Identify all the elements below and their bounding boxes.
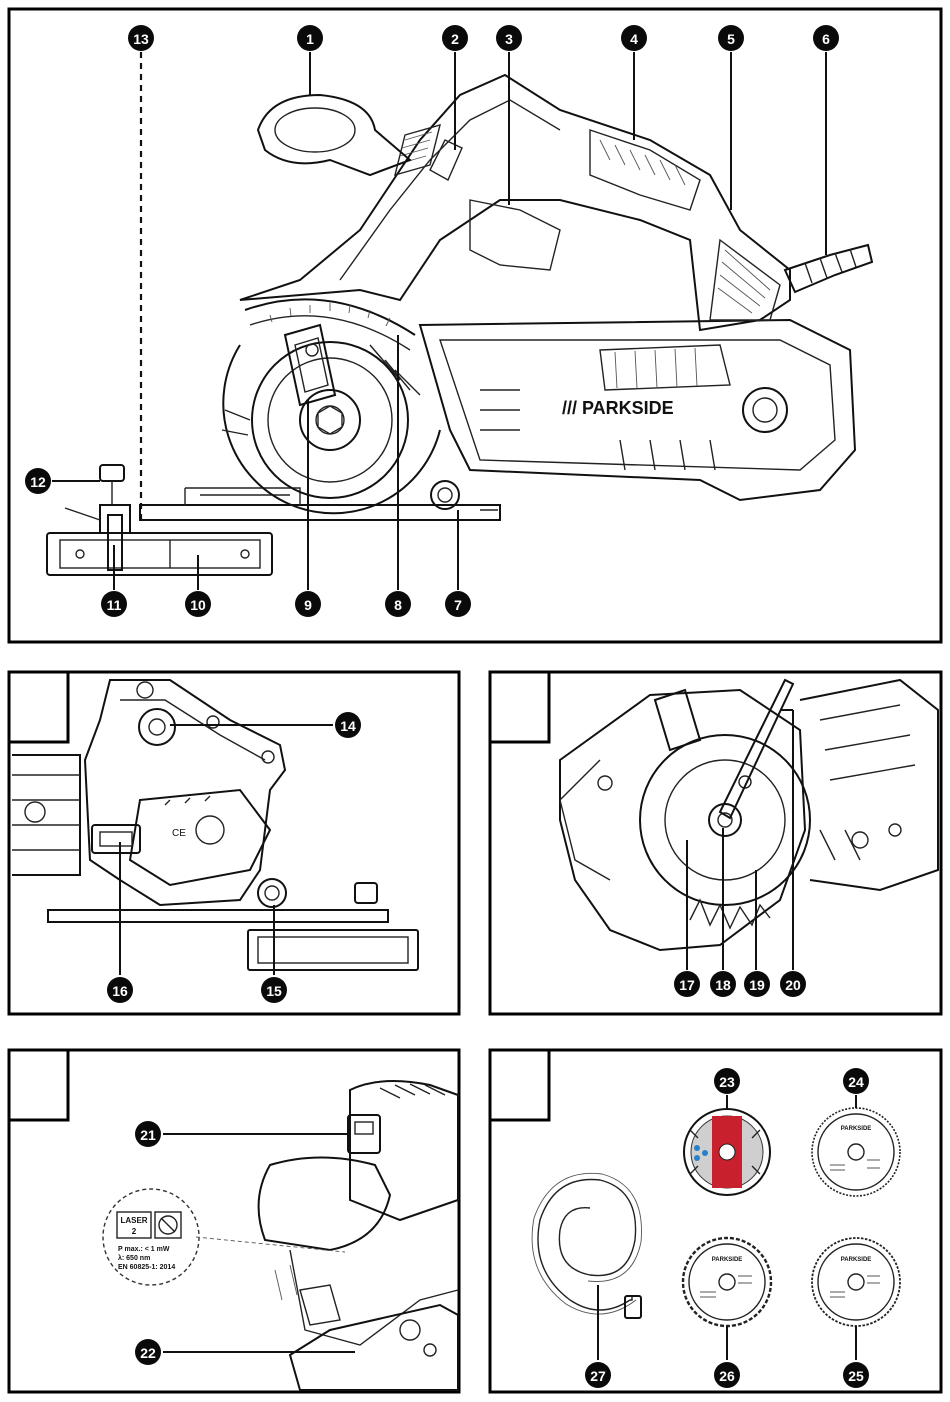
svg-text:27: 27 bbox=[590, 1368, 606, 1384]
svg-text:17: 17 bbox=[679, 977, 695, 993]
laser-class-line2: 2 bbox=[132, 1227, 137, 1236]
depth-lock-lever bbox=[285, 325, 335, 405]
svg-text:21: 21 bbox=[140, 1127, 156, 1143]
svg-text:8: 8 bbox=[394, 597, 402, 613]
callout-16: 16 bbox=[107, 977, 133, 1003]
callout-6: 6 bbox=[813, 25, 839, 51]
svg-text:23: 23 bbox=[719, 1074, 735, 1090]
panel-b-tab bbox=[9, 672, 68, 742]
blade-26-brand: PARKSIDE bbox=[712, 1257, 743, 1263]
callout-9: 9 bbox=[295, 591, 321, 617]
saw-blade-medium: PARKSIDE bbox=[812, 1238, 900, 1326]
panel-e-frame bbox=[490, 1050, 941, 1392]
svg-text:2: 2 bbox=[451, 31, 459, 47]
callout-12: 12 bbox=[25, 468, 51, 494]
svg-text:9: 9 bbox=[304, 597, 312, 613]
callout-24: 24 bbox=[843, 1068, 869, 1094]
callout-27: 27 bbox=[585, 1362, 611, 1388]
blade-24-brand: PARKSIDE bbox=[841, 1126, 872, 1132]
panel-main-saw: /// PARKSIDE 1 2 3 4 5 6 bbox=[9, 9, 941, 642]
laser-power: P max.: < 1 mW bbox=[118, 1246, 170, 1253]
parallel-guide bbox=[47, 533, 272, 575]
callout-3: 3 bbox=[496, 25, 522, 51]
svg-text:12: 12 bbox=[30, 474, 46, 490]
svg-text:3: 3 bbox=[505, 31, 513, 47]
callout-14: 14 bbox=[335, 712, 361, 738]
callout-8: 8 bbox=[385, 591, 411, 617]
callout-18: 18 bbox=[710, 971, 736, 997]
svg-text:25: 25 bbox=[848, 1368, 864, 1384]
svg-text:11: 11 bbox=[107, 597, 122, 613]
svg-text:24: 24 bbox=[848, 1074, 864, 1090]
handle bbox=[240, 75, 790, 330]
svg-text:5: 5 bbox=[727, 31, 735, 47]
rear-side-motor bbox=[12, 755, 80, 875]
laser-class-line1: LASER bbox=[120, 1216, 147, 1225]
saw-blade-coarse: PARKSIDE bbox=[683, 1238, 771, 1326]
svg-text:22: 22 bbox=[140, 1345, 156, 1361]
svg-text:20: 20 bbox=[785, 977, 801, 993]
svg-text:13: 13 bbox=[133, 31, 149, 47]
callout-15: 15 bbox=[261, 977, 287, 1003]
rear-housing: CE bbox=[85, 680, 285, 905]
laser-standard: EN 60825-1: 2014 bbox=[118, 1264, 175, 1271]
callout-11: 11 bbox=[101, 591, 127, 617]
laser-wavelength: λ: 650 nm bbox=[118, 1254, 150, 1262]
svg-text:6: 6 bbox=[822, 31, 830, 47]
panel-rear-view: CE 14 16 15 bbox=[9, 672, 459, 1014]
callout-1: 1 bbox=[297, 25, 323, 51]
rear-base bbox=[48, 879, 418, 970]
svg-text:16: 16 bbox=[112, 983, 128, 999]
callout-23: 23 bbox=[714, 1068, 740, 1094]
diamond-cutting-disc bbox=[684, 1109, 770, 1195]
callout-5: 5 bbox=[718, 25, 744, 51]
cable-sleeve bbox=[785, 245, 872, 292]
callout-26: 26 bbox=[714, 1362, 740, 1388]
callout-21: 21 bbox=[135, 1121, 161, 1147]
svg-text:26: 26 bbox=[719, 1368, 735, 1384]
svg-text:10: 10 bbox=[190, 597, 206, 613]
svg-text:18: 18 bbox=[715, 977, 731, 993]
svg-text:CE: CE bbox=[172, 828, 186, 839]
laser-saw-view bbox=[259, 1081, 458, 1390]
panel-laser: LASER 2 P max.: < 1 mW λ: 650 nm EN 6082… bbox=[9, 1050, 459, 1392]
blade-25-brand: PARKSIDE bbox=[841, 1257, 872, 1263]
callout-20: 20 bbox=[780, 971, 806, 997]
panel-e-tab bbox=[490, 1050, 549, 1120]
panel-blade-change: 17 18 19 20 bbox=[490, 672, 941, 1014]
callout-22: 22 bbox=[135, 1339, 161, 1365]
svg-text:14: 14 bbox=[340, 718, 356, 734]
saw-blade-fine: PARKSIDE bbox=[812, 1108, 900, 1196]
auxiliary-handle-loop bbox=[258, 95, 410, 175]
svg-text:1: 1 bbox=[306, 31, 314, 47]
callout-17: 17 bbox=[674, 971, 700, 997]
callout-2: 2 bbox=[442, 25, 468, 51]
panel-d-tab bbox=[9, 1050, 68, 1120]
panel-c-tab bbox=[490, 672, 549, 742]
callout-4: 4 bbox=[621, 25, 647, 51]
svg-text:4: 4 bbox=[630, 31, 638, 47]
callout-25: 25 bbox=[843, 1362, 869, 1388]
brand-logo: /// PARKSIDE bbox=[562, 398, 674, 418]
callout-10: 10 bbox=[185, 591, 211, 617]
panel-c-frame bbox=[490, 672, 941, 1014]
callout-13: 13 bbox=[128, 25, 154, 51]
motor-right-closeup bbox=[800, 680, 938, 890]
base-plate bbox=[140, 488, 500, 520]
svg-text:7: 7 bbox=[454, 597, 462, 613]
panel-d-frame bbox=[9, 1050, 459, 1392]
laser-warning-label: LASER 2 P max.: < 1 mW λ: 650 nm EN 6082… bbox=[103, 1189, 345, 1285]
extraction-hose bbox=[532, 1173, 641, 1318]
panel-accessories: PARKSIDE PARKSIDE PARKSIDE bbox=[490, 1050, 941, 1392]
svg-text:19: 19 bbox=[749, 977, 765, 993]
callout-7: 7 bbox=[445, 591, 471, 617]
callout-19: 19 bbox=[744, 971, 770, 997]
svg-text:15: 15 bbox=[266, 983, 282, 999]
